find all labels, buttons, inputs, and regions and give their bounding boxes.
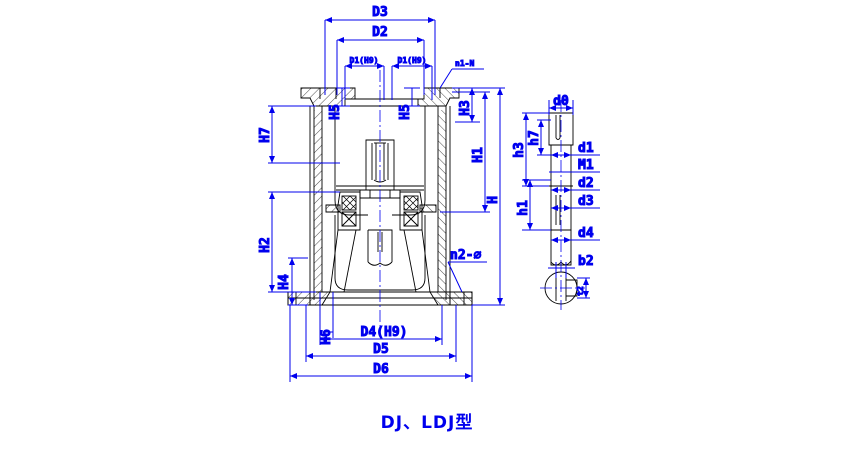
skirt-right-inner [421,229,431,293]
bearing-left-box [341,195,357,211]
base-flange-right-hatch [449,291,473,306]
lower-shaft-stub [367,229,393,262]
right-vertical-dimensions: H3 H1 H [440,87,505,306]
bearing-right-hatch [404,196,418,210]
bearing-housing-right [399,191,423,231]
dim-label-b2: b2 [578,254,594,269]
dim-label-h6: H6 [319,329,334,345]
left-vertical-dimensions: H7 H2 H4 H5 H5 [258,87,420,306]
base-gusset-right [429,291,451,306]
shaft-top-slot-end [555,137,561,140]
housing-left-wall-hatch [314,110,322,292]
bottom-horizontal-dimensions: H6 D4(H9) D5 D6 n2-⌀ [289,248,487,382]
dim-label-h1: H1 [471,147,486,163]
lower-shaft-end [367,261,393,266]
drawing-title: DJ、LDJ型 [381,412,474,433]
dim-label-d1: d1 [578,141,594,156]
dim-label-d4: D4(H9) [361,325,408,340]
dim-label-d6: D6 [373,362,389,377]
top-horizontal-dimensions: D3 D2 D1(H9) D1(H9) n1-N [324,5,484,100]
dim-label-h: H [486,196,501,204]
note-label-n2: n2-⌀ [450,248,481,263]
dim-label-d1-right: D1(H9) [398,56,427,65]
bearing-left-x [341,211,357,227]
dim-label-h7: H7 [258,127,273,143]
bearing-right-box [403,195,419,211]
bearing-housing-left [337,191,361,231]
shaft-end-section [550,229,572,266]
shaft-top-slot [555,115,561,138]
dim-label-h2: H2 [258,237,273,253]
dim-label-h4: H4 [277,274,292,290]
dim-label-m1: M1 [578,158,594,173]
skirt-right-outer [403,229,417,293]
n2-leader-line [447,261,463,293]
dim-label-h3s: h3 [512,142,527,158]
skirt-left-inner [329,229,339,293]
skirt-left-outer [343,229,357,293]
base-flange-left-hatch [287,291,311,306]
dim-label-d3s: d3 [578,194,594,209]
dim-label-h3: H3 [458,100,473,116]
bearing-left-hatch [342,196,356,210]
upper-right-flange-hatch [418,88,459,106]
dim-label-h7s: h7 [527,130,542,146]
dim-label-h1s: h1 [516,200,531,216]
dim-label-d3: D3 [372,5,388,20]
dim-label-h5-right: H5 [398,104,413,120]
seal-ring-left [325,204,341,213]
n1-leader-line [439,68,453,89]
dim-label-d2: D2 [372,25,388,40]
shaft-detail-dimensions: d0 d1 M1 d2 d3 d4 h3 h7 h1 [512,94,600,299]
main-section-geometry [287,87,473,306]
dim-label-d4: d4 [578,226,594,241]
spindle-bore-lines [371,143,389,180]
housing-right-wall-hatch [438,110,446,292]
dim-label-d5: D5 [373,342,389,357]
dim-label-t2: t2 [576,286,585,296]
note-label-n1: n1-N [455,59,474,68]
seal-ring-right [419,204,437,213]
bearing-right-x [403,211,419,227]
dim-label-h5-left: H5 [328,104,343,120]
dim-label-d0: d0 [553,94,569,109]
shaft-top-section [548,112,574,146]
dim-label-d2: d2 [578,176,594,191]
dim-label-d1-left: D1(H9) [350,56,379,65]
